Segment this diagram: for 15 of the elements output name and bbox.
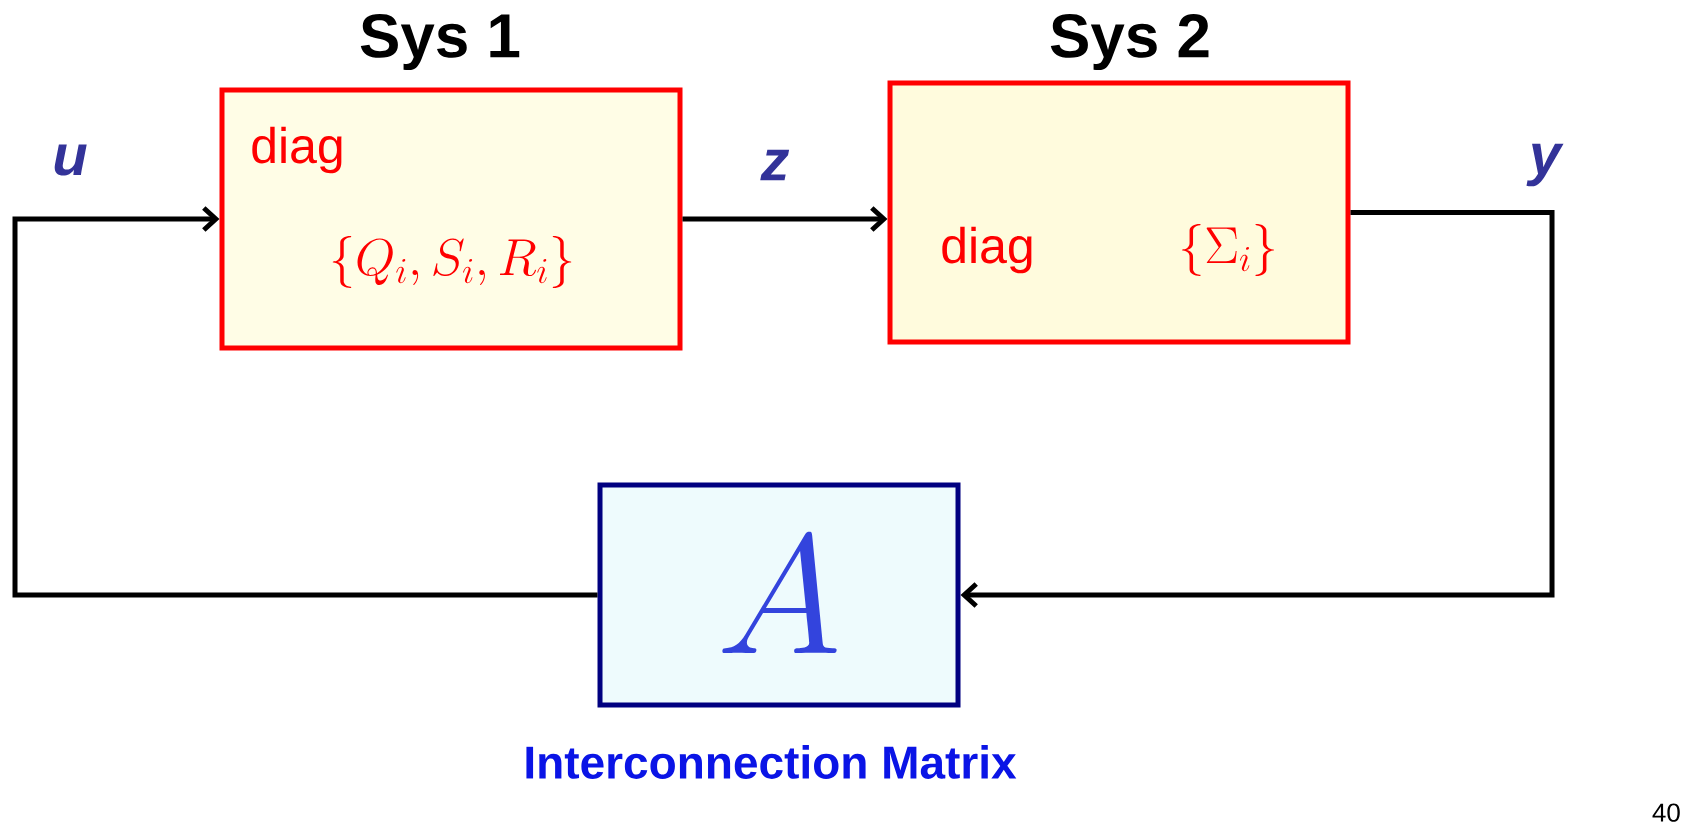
- system-box: diag $\{\Sigma_i\}$: [887, 80, 1351, 345]
- box-title: Sys 2: [1050, 13, 1209, 71]
- arrow: [960, 210, 1555, 608]
- system-box: diag $\{Q_i, S_i, R_i\}$: [219, 87, 683, 351]
- arrow: [682, 206, 888, 232]
- edge-label: y: [1526, 142, 1564, 188]
- node-label: $\{\Sigma_i\}$: [1182, 224, 1274, 277]
- arrow: [12, 206, 598, 598]
- box-caption: Interconnection Matrix: [526, 745, 1017, 779]
- node-label: diag: [942, 226, 1032, 274]
- matrix-box: $A$: [597, 482, 961, 708]
- edge-label: z: [759, 148, 791, 182]
- box-title: Sys 1: [360, 13, 520, 71]
- edge-label: u: [51, 143, 89, 177]
- page-number: 40: [1652, 803, 1680, 822]
